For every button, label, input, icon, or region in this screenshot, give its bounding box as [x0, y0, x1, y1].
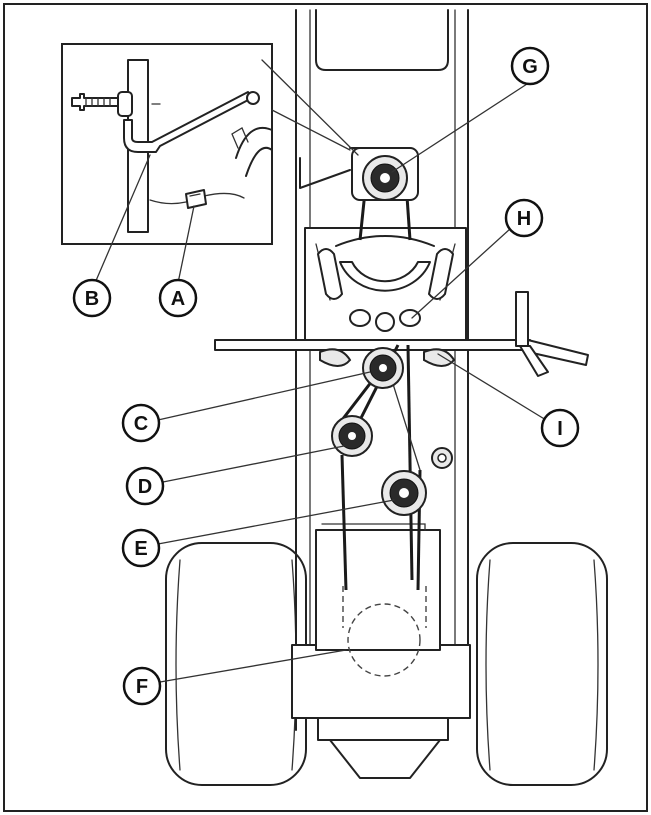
- idler-bracket-plate: [304, 227, 467, 341]
- transmission-housing: [291, 523, 471, 779]
- right-tire: [476, 542, 608, 786]
- left-tire: [165, 542, 307, 786]
- inset-detail-box: [61, 43, 359, 245]
- callout-b-label: B: [85, 288, 99, 310]
- callout-g-label: G: [522, 56, 538, 78]
- callout-a-label: A: [171, 288, 185, 310]
- callout-a: A: [158, 278, 198, 318]
- leader-lines: [94, 83, 547, 683]
- callout-d: D: [125, 466, 165, 506]
- callout-b: B: [72, 278, 112, 318]
- pulley-e: [381, 470, 427, 516]
- transmission-pulley-hidden: [342, 586, 427, 677]
- small-idler-wheel: [431, 447, 453, 469]
- callout-i-label: I: [557, 418, 563, 440]
- callout-f-label: F: [136, 676, 148, 698]
- cross-bar: [214, 291, 589, 377]
- callout-i: I: [540, 408, 580, 448]
- callout-d-label: D: [138, 476, 152, 498]
- callout-e: E: [121, 528, 161, 568]
- callout-g: G: [510, 46, 550, 86]
- guide-slots: [319, 348, 456, 367]
- belt-guide-rod: [299, 147, 399, 189]
- callout-c-label: C: [134, 413, 148, 435]
- callout-h: H: [504, 198, 544, 238]
- callout-e-label: E: [134, 538, 147, 560]
- callout-f: F: [122, 666, 162, 706]
- pulley-g: [351, 147, 419, 201]
- callout-h-label: H: [517, 208, 531, 230]
- pulley-c: [362, 347, 404, 389]
- pulley-d: [331, 415, 373, 457]
- callout-c: C: [121, 403, 161, 443]
